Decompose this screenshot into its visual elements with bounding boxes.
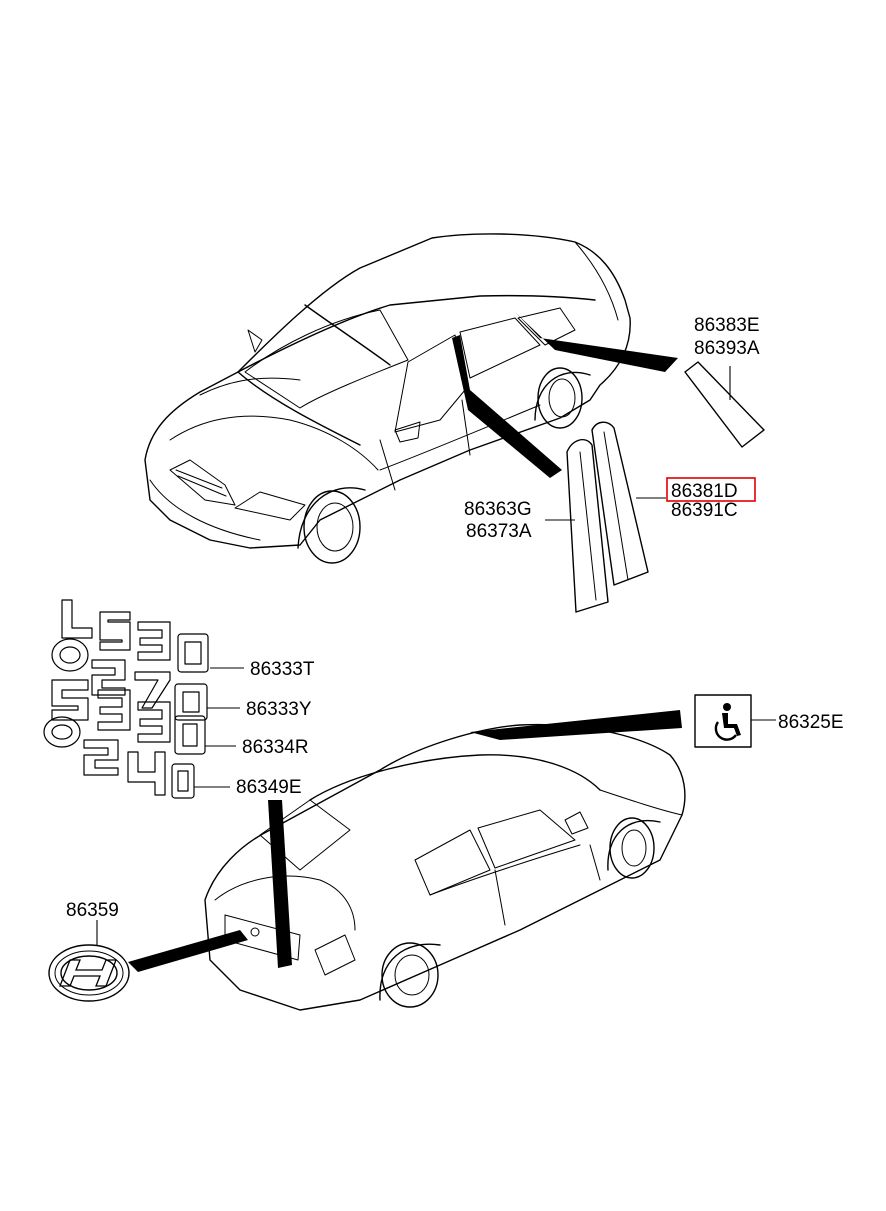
part-number: 86334R	[242, 737, 309, 758]
pointer-wedge-sticker	[470, 710, 682, 740]
rear-pillar-garnish	[684, 361, 765, 448]
emblem-q270	[51, 638, 208, 721]
part-number: 86325E	[778, 712, 844, 733]
part-number: 86381D	[671, 481, 738, 502]
car-front-view	[144, 233, 631, 564]
label-86383[interactable]: 86383E 86393A	[694, 315, 760, 359]
pointer-wedge-center-pillar	[452, 335, 562, 478]
label-86325e[interactable]: 86325E	[778, 712, 844, 733]
pointer-wedge-rear-pillar	[516, 313, 678, 372]
part-number: 86391C	[671, 500, 738, 521]
part-number: 86373A	[466, 521, 532, 542]
emblem-q240	[43, 716, 195, 799]
highlight-box	[666, 477, 756, 502]
handicap-sticker	[694, 694, 776, 748]
pointer-wedge-trunk-emblem	[268, 800, 292, 968]
pointer-wedge-logo	[128, 930, 248, 972]
hyundai-logo-icon	[48, 920, 130, 1002]
label-86333t[interactable]: 86333T	[250, 659, 315, 680]
label-86381[interactable]: 86381D 86391C	[666, 477, 756, 521]
center-pillar-garnish	[545, 421, 666, 613]
part-number: 86383E	[694, 315, 760, 336]
emblem-s330	[51, 679, 206, 755]
label-86349e[interactable]: 86349E	[236, 777, 302, 798]
part-number: 86359	[66, 900, 119, 921]
label-86333y[interactable]: 86333Y	[246, 699, 312, 720]
part-number: 86349E	[236, 777, 302, 798]
part-number: 86393A	[694, 338, 760, 359]
label-86363[interactable]: 86363G 86373A	[464, 499, 532, 542]
label-86334r[interactable]: 86334R	[242, 737, 309, 758]
wheelchair-icon	[714, 703, 741, 741]
part-number: 86333Y	[246, 699, 312, 720]
part-number: 86333T	[250, 659, 315, 680]
label-86359[interactable]: 86359	[66, 900, 119, 921]
part-number: 86363G	[464, 499, 532, 520]
emblem-l330	[61, 599, 209, 673]
